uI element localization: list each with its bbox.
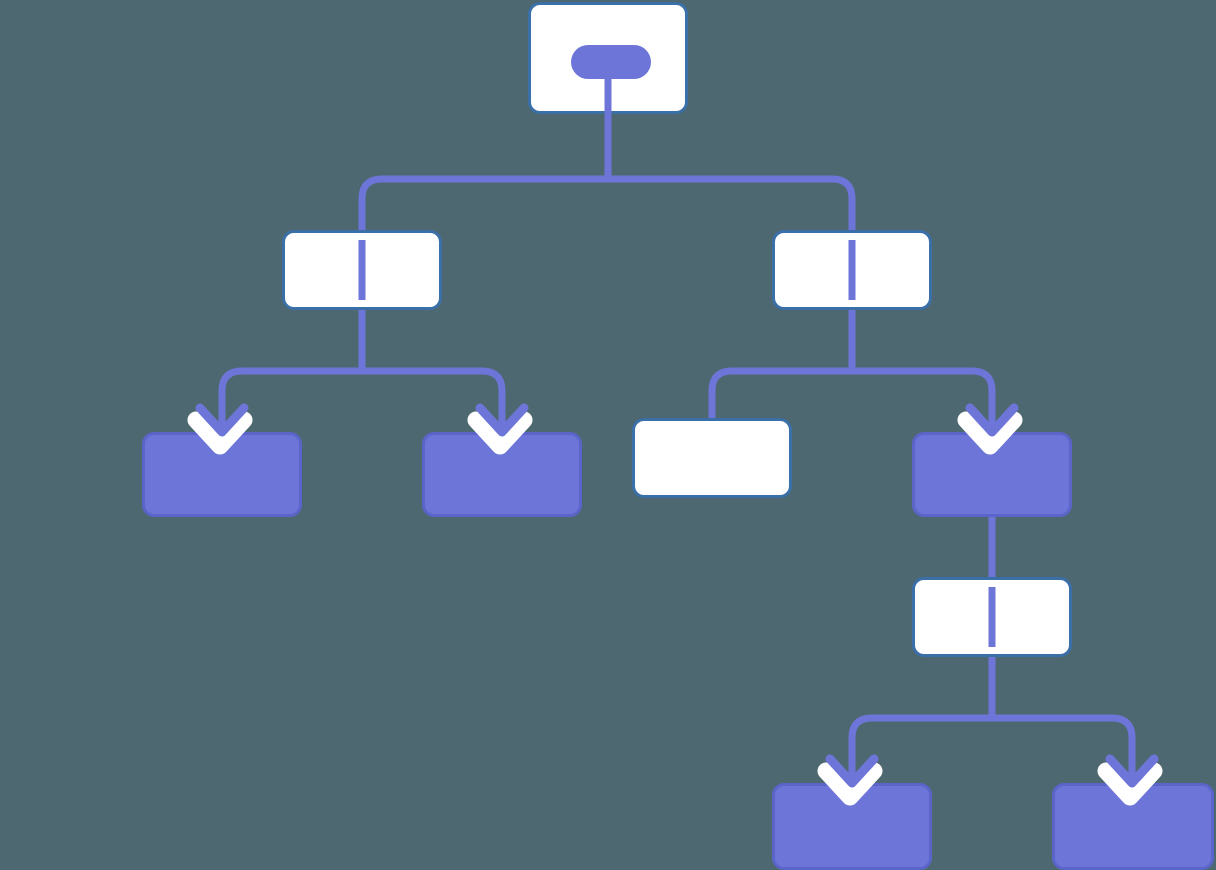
edge-root-to-left: [358, 58, 612, 310]
edge-sub-to-leaf-e: [848, 577, 996, 787]
edge-right-to-leaf-d: [852, 367, 996, 436]
node-leaf-a[interactable]: [142, 432, 302, 517]
node-left-branch[interactable]: [282, 230, 442, 310]
edge-left-to-leaf-b: [362, 367, 506, 436]
node-right-branch[interactable]: [772, 230, 932, 310]
node-sub[interactable]: [912, 577, 1072, 657]
node-leaf-e[interactable]: [772, 783, 932, 870]
node-leaf-b[interactable]: [422, 432, 582, 517]
root-pill-icon: [571, 45, 651, 79]
node-leaf-c[interactable]: [632, 418, 792, 498]
node-leaf-f[interactable]: [1052, 783, 1214, 870]
edge-left-to-leaf-a: [218, 230, 366, 436]
node-leaf-d[interactable]: [912, 432, 1072, 517]
edge-sub-to-leaf-f: [992, 714, 1136, 787]
edge-root-to-right: [608, 175, 856, 310]
node-root[interactable]: [528, 2, 688, 114]
edge-right-to-leaf-c: [708, 230, 856, 498]
